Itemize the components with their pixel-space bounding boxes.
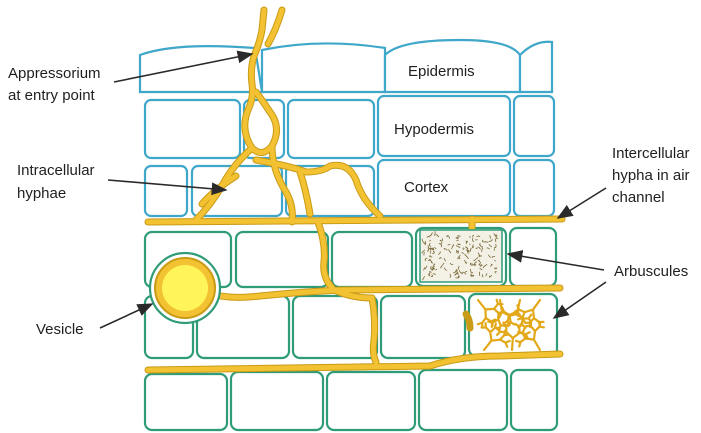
cortex-cell — [293, 296, 377, 358]
intercellular-label-line1: Intercellular — [612, 145, 690, 162]
hypodermis-cell — [288, 100, 374, 158]
hypodermis-cell — [514, 96, 554, 156]
cortex-cell — [236, 232, 328, 287]
epidermis-layer — [140, 40, 552, 92]
epidermis-label: Epidermis — [408, 63, 475, 80]
cortex-cell — [510, 228, 556, 286]
intercellular-label-line2: hypha in air — [612, 167, 690, 184]
intercellular-arrow — [558, 188, 606, 218]
arbuscule-branch — [500, 312, 504, 313]
intracellular-label-line2: hyphae — [17, 185, 66, 202]
epidermis-cell — [520, 42, 552, 92]
cortex-cell — [514, 160, 554, 216]
arbuscule-branch — [430, 240, 431, 241]
arbuscules-label: Arbuscules — [614, 263, 688, 280]
arbuscule-branch — [534, 331, 535, 340]
cortex-cell — [419, 370, 507, 430]
arbuscule-branch — [533, 310, 534, 319]
arbuscule-branch — [519, 342, 520, 346]
cortex-cell — [231, 372, 323, 430]
hypodermis-layer — [145, 96, 554, 158]
arbuscule-branch — [485, 309, 494, 310]
cortex-cell — [145, 374, 227, 430]
arbuscule-branch — [525, 339, 534, 340]
cortex-cell — [381, 296, 465, 358]
arbuscule-branch — [539, 322, 540, 326]
appressorium-label-line2: at entry point — [8, 87, 96, 104]
cortex-row-4 — [145, 370, 557, 430]
arbuscule-branch — [492, 322, 493, 326]
intracellular-label-line1: Intracellular — [17, 162, 95, 179]
arbuscule-branch — [518, 332, 522, 333]
vesicle — [150, 253, 220, 323]
hypodermis-label: Hypodermis — [394, 121, 474, 138]
cortex-cell — [511, 370, 557, 430]
arbuscule-branch — [490, 332, 491, 341]
cortex-label: Cortex — [404, 179, 449, 196]
arbuscule-upper — [420, 230, 502, 282]
arbuscule-branch — [512, 338, 513, 350]
cortex-cell — [145, 166, 187, 216]
hypodermis-cell — [145, 100, 240, 158]
arbuscule-branch — [433, 248, 434, 249]
intercellular-label-line3: channel — [612, 189, 665, 206]
vesicle-label: Vesicle — [36, 321, 84, 338]
arbuscule-branch — [495, 324, 496, 328]
arbuscule-branch — [497, 300, 498, 304]
epidermis-cell — [262, 43, 385, 92]
cortex-cell — [332, 232, 412, 287]
appressorium-label-line1: Appressorium — [8, 65, 101, 82]
epidermis-cell — [140, 46, 262, 92]
cortex-cell — [327, 372, 415, 430]
arbuscule-branch — [491, 340, 500, 341]
arbuscule-branch — [430, 252, 431, 254]
arbuscule-branch — [506, 341, 510, 343]
